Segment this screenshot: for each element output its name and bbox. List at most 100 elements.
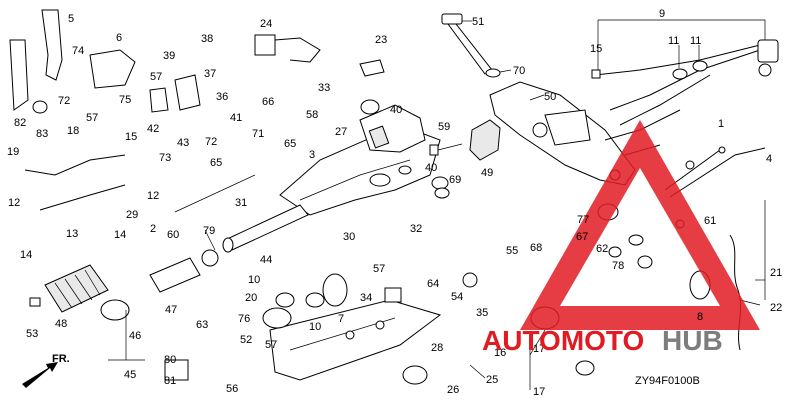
part-label-40: 40 bbox=[390, 104, 402, 116]
part-label-14: 14 bbox=[114, 229, 126, 241]
part-label-66: 66 bbox=[262, 96, 274, 108]
part-label-73: 73 bbox=[159, 152, 171, 164]
bolt-59 bbox=[429, 143, 463, 156]
part-label-58: 58 bbox=[306, 109, 318, 121]
part-label-3: 3 bbox=[309, 149, 315, 161]
spacer-42 bbox=[149, 87, 169, 113]
part-label-27: 27 bbox=[335, 126, 347, 138]
part-label-62: 62 bbox=[596, 243, 608, 255]
part-label-63: 63 bbox=[196, 319, 208, 331]
part-label-20: 20 bbox=[245, 292, 257, 304]
clip-23 bbox=[359, 59, 385, 77]
part-label-79: 79 bbox=[203, 225, 215, 237]
part-label-83: 83 bbox=[36, 128, 48, 140]
wire-18 bbox=[24, 154, 126, 176]
part-label-59: 59 bbox=[438, 121, 450, 133]
part-label-68: 68 bbox=[530, 242, 542, 254]
part-label-31: 31 bbox=[235, 197, 247, 209]
part-label-55: 55 bbox=[506, 245, 518, 257]
part-label-72: 72 bbox=[205, 136, 217, 148]
part-label-54: 54 bbox=[451, 291, 463, 303]
part-label-57: 57 bbox=[150, 71, 162, 83]
bushing-40 bbox=[431, 176, 449, 190]
part-label-40: 40 bbox=[425, 162, 437, 174]
block-49 bbox=[469, 119, 501, 161]
part-label-4: 4 bbox=[766, 153, 772, 165]
part-label-10: 10 bbox=[309, 321, 321, 333]
part-label-25: 25 bbox=[486, 374, 498, 386]
part-label-39: 39 bbox=[163, 50, 175, 62]
switch-35 bbox=[462, 272, 478, 288]
part-label-48: 48 bbox=[55, 318, 67, 330]
bracket-36 bbox=[174, 74, 201, 111]
bushing-40-top bbox=[360, 99, 380, 115]
part-label-44: 44 bbox=[260, 254, 272, 266]
diagram-code: ZY94F0100B bbox=[635, 375, 700, 387]
part-label-15: 15 bbox=[590, 43, 602, 55]
part-label-11: 11 bbox=[690, 35, 701, 47]
part-label-75: 75 bbox=[119, 94, 131, 106]
watermark-auto: AUTOMOTO bbox=[482, 325, 644, 356]
part-label-33: 33 bbox=[318, 82, 330, 94]
part-label-51: 51 bbox=[472, 16, 484, 28]
part-label-29: 29 bbox=[126, 209, 138, 221]
part-label-72: 72 bbox=[58, 95, 70, 107]
part-label-34: 34 bbox=[360, 292, 372, 304]
clip-26 bbox=[402, 365, 428, 385]
part-label-47: 47 bbox=[165, 304, 177, 316]
part-label-56: 56 bbox=[226, 383, 238, 395]
block-34 bbox=[384, 287, 402, 303]
part-label-21: 21 bbox=[770, 267, 782, 279]
part-label-81: 81 bbox=[164, 375, 176, 387]
washer-69 bbox=[434, 187, 450, 199]
part-label-24: 24 bbox=[260, 18, 272, 30]
front-label: FR. bbox=[52, 353, 70, 365]
part-label-38: 38 bbox=[201, 33, 213, 45]
part-label-82: 82 bbox=[14, 117, 26, 129]
part-label-12: 12 bbox=[8, 197, 20, 209]
part-label-19: 19 bbox=[7, 146, 19, 158]
part-label-7: 7 bbox=[338, 313, 344, 325]
part-label-18: 18 bbox=[67, 125, 79, 137]
ring-10-b bbox=[305, 292, 325, 308]
part-label-76: 76 bbox=[238, 313, 250, 325]
screw-53 bbox=[29, 297, 41, 307]
shaft-47 bbox=[149, 257, 201, 293]
tiller-handle bbox=[279, 104, 441, 216]
bushing-7 bbox=[322, 273, 348, 307]
handle-82 bbox=[9, 39, 29, 111]
part-label-65: 65 bbox=[210, 157, 222, 169]
front-arrow: FR. bbox=[22, 353, 70, 388]
part-label-64: 64 bbox=[427, 278, 439, 290]
part-label-6: 6 bbox=[116, 32, 122, 44]
part-label-28: 28 bbox=[431, 342, 443, 354]
part-label-30: 30 bbox=[343, 231, 355, 243]
grommet-83 bbox=[32, 100, 48, 114]
ring-10-a bbox=[275, 292, 295, 308]
part-label-23: 23 bbox=[375, 34, 387, 46]
part-label-65: 65 bbox=[284, 138, 296, 150]
watermark-logo bbox=[520, 120, 760, 330]
nut-78 bbox=[637, 255, 653, 269]
part-label-71: 71 bbox=[252, 128, 264, 140]
bracket-80 bbox=[164, 359, 189, 381]
part-label-13: 13 bbox=[66, 228, 78, 240]
relay-wires bbox=[274, 37, 321, 63]
part-label-14: 14 bbox=[20, 249, 32, 261]
washer-62 bbox=[608, 246, 622, 258]
part-label-49: 49 bbox=[481, 167, 493, 179]
part-label-80: 80 bbox=[164, 354, 176, 366]
part-label-10: 10 bbox=[248, 274, 260, 286]
wire-13 bbox=[39, 184, 126, 211]
part-label-1: 1 bbox=[718, 118, 724, 130]
part-label-9: 9 bbox=[659, 8, 665, 20]
seal-79 bbox=[201, 249, 219, 267]
part-label-61: 61 bbox=[704, 215, 716, 227]
bolt-51 bbox=[441, 13, 501, 78]
part-label-57: 57 bbox=[373, 263, 385, 275]
part-label-8: 8 bbox=[697, 311, 703, 323]
part-label-41: 41 bbox=[230, 112, 242, 124]
